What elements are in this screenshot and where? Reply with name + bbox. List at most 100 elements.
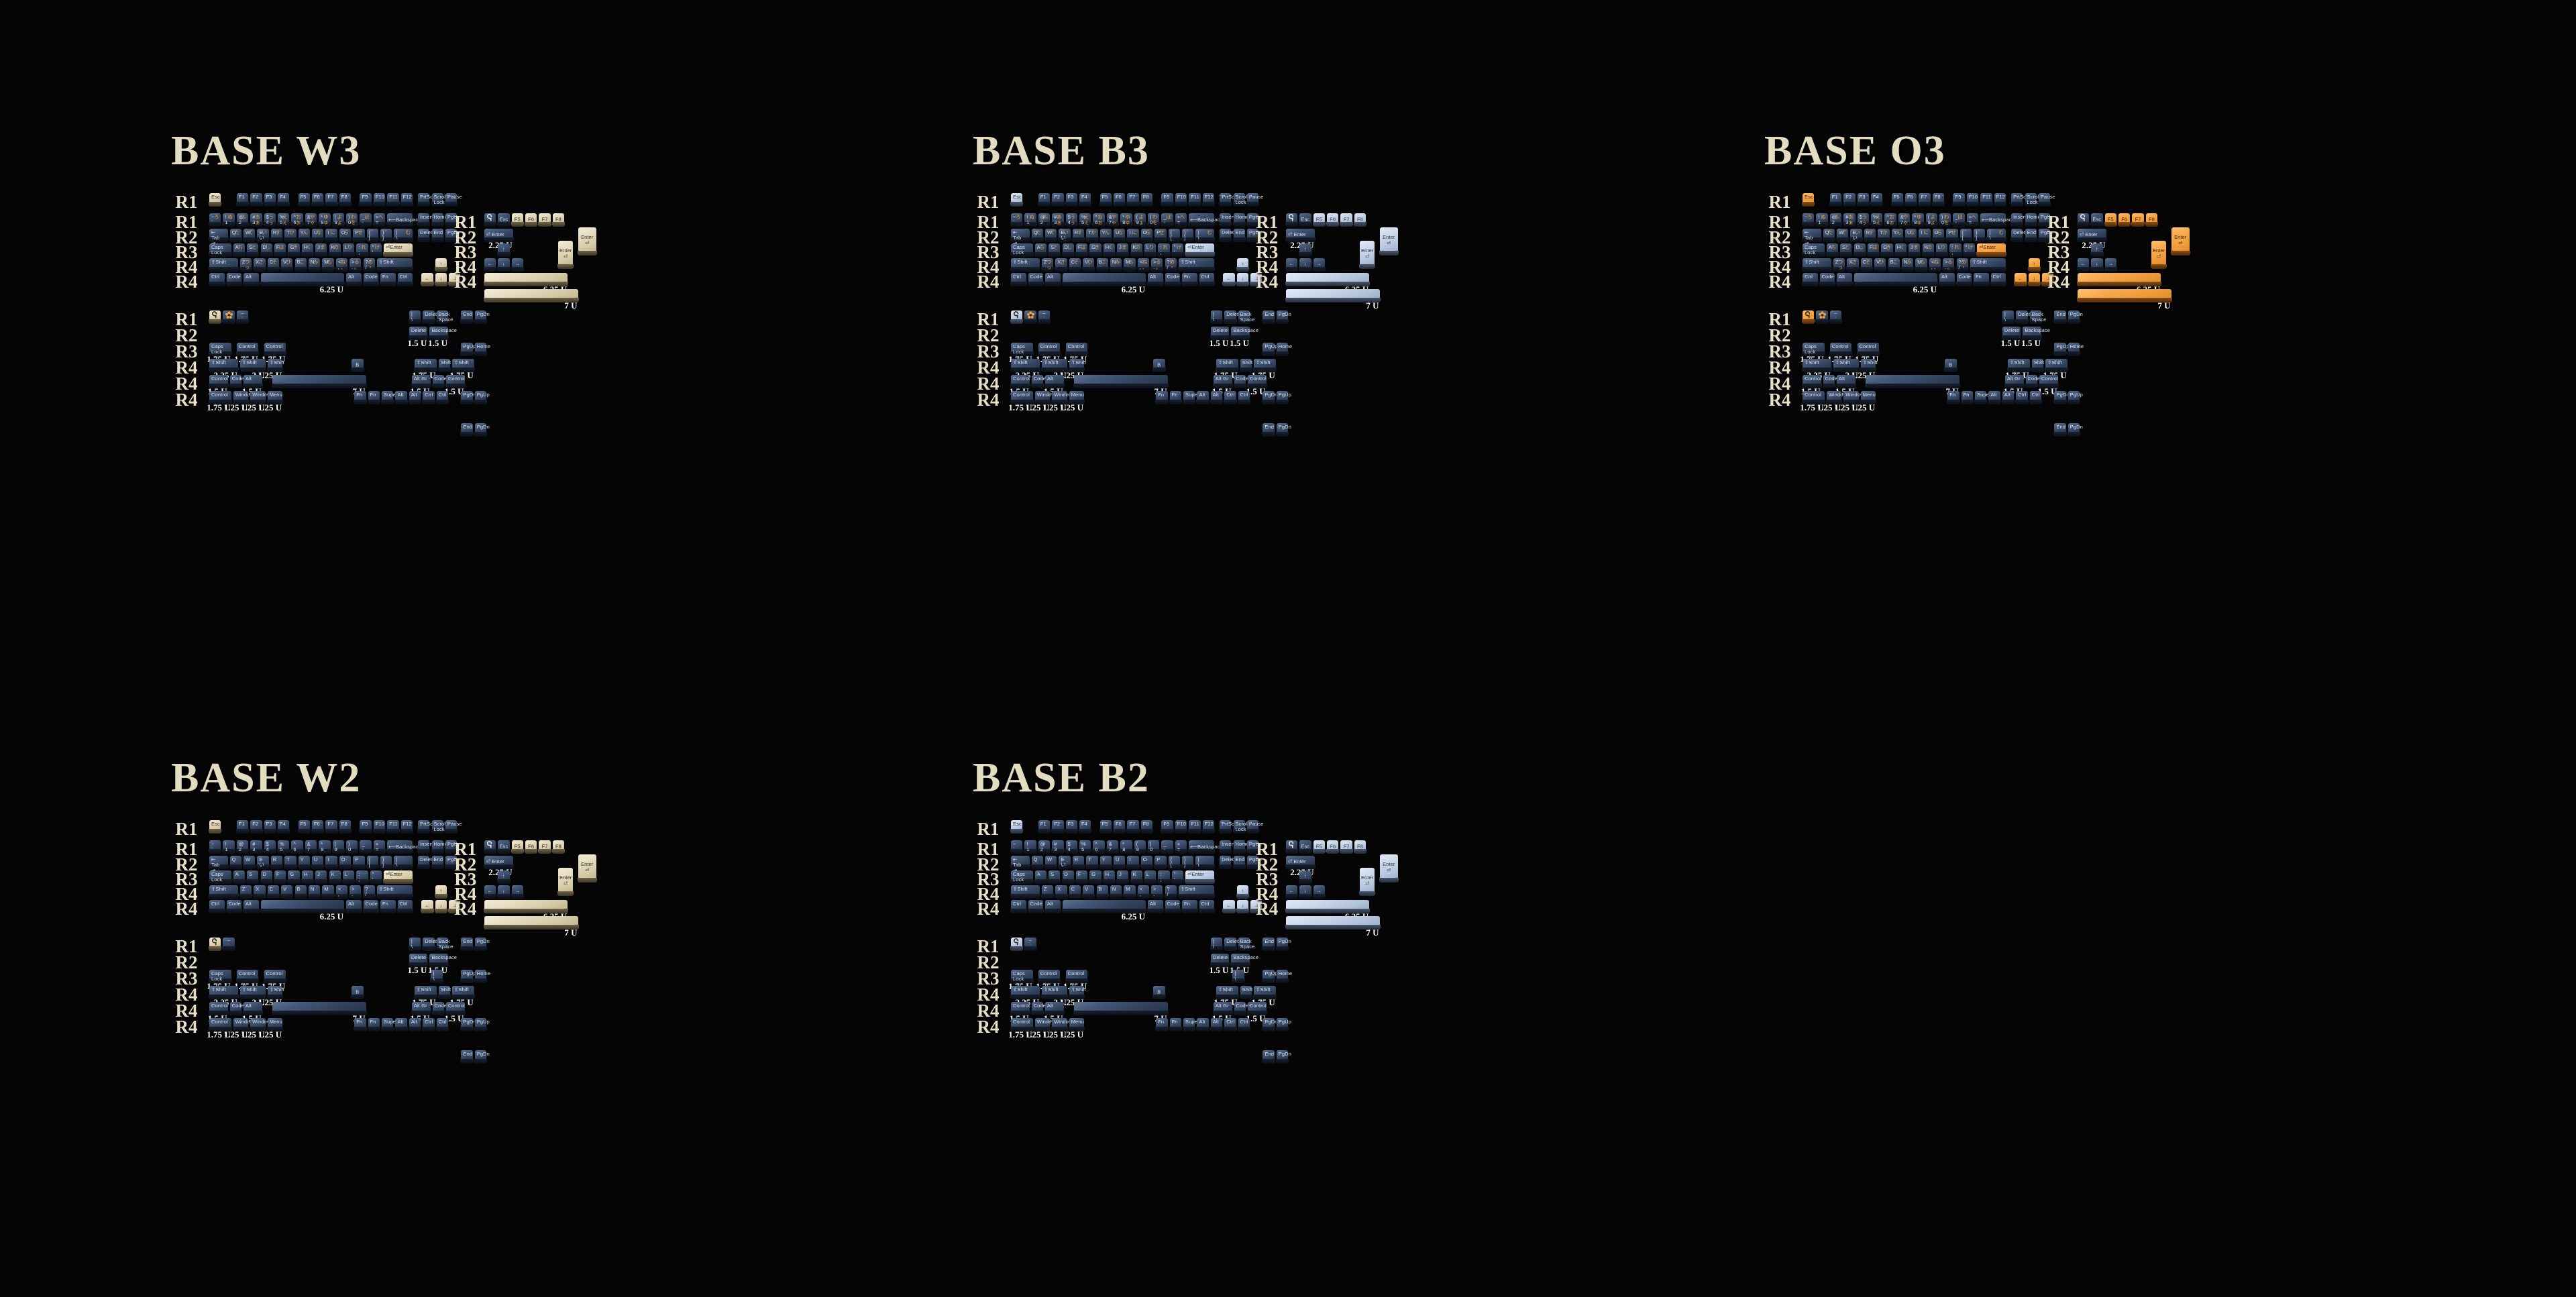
keycap-extra-nav-end[interactable]: End [460,310,474,324]
keycap-f11[interactable]: F11 [1980,192,1993,207]
keycap-4[interactable]: $ 4 [263,840,276,854]
keycap-accent-arrow-right[interactable]: → [1312,885,1326,899]
keycap-f11[interactable]: F11 [1188,192,1201,207]
keycap-accent-F5[interactable]: F5 [1312,213,1326,227]
keycap-extra-nav-pgup[interactable]: PgUp [1262,342,1277,356]
keycap-extra-nav-pgup[interactable]: PgUp [460,969,476,983]
keycap-pause[interactable]: Pause [1246,820,1264,834]
keycap-1[interactable]: ! 1 [222,840,235,854]
keycap-extra-shift[interactable]: ⇧Shift2.25 U [209,985,239,1007]
keycap-ctrl[interactable]: Ctrl [1010,899,1027,913]
keycap-blank[interactable]: { [ [1167,855,1181,869]
keycap-accent-arrow-up[interactable]: ↑ [2090,243,2104,257]
keycap-f4[interactable]: F4 [1079,192,1092,207]
keycap-extra-nav-pgup[interactable]: PgUp [2053,342,2069,356]
keycap-extra-del-top[interactable]: | \ [1210,310,1224,324]
keycap-novelty-spiral[interactable] [209,310,222,324]
keycap-blank[interactable]: | \む [393,228,413,242]
keycap-blank[interactable]: > . [349,885,362,899]
keycap-k[interactable]: K [1130,870,1143,884]
keycap-novelty-tilde[interactable]: ~ ` [235,310,250,324]
keycap-spacebar-6-25u[interactable]: 6.25 U [483,272,569,294]
keycap-pause[interactable]: Pause [2037,192,2055,207]
keycap-extra-nav-home[interactable]: Home [474,969,490,983]
keycap-extra-del-top[interactable]: Back Space [1237,310,1254,324]
keycap-extra-ctrl[interactable]: Ctrl [2029,390,2043,404]
keycap-blank[interactable]: { [゛ [366,228,379,242]
keycap-scroll-lock[interactable]: Scroll Lock [1232,192,1248,207]
keycap-0[interactable]: ) 0 [1147,840,1161,854]
keycap-accent-arrow-up[interactable]: ↑ [497,243,511,257]
keycap-r[interactable]: R [1071,855,1085,869]
keycap-f4[interactable]: F4 [1870,192,1884,207]
keycap-f3[interactable]: F3 [1856,192,1870,207]
keycap-spacebar-7u[interactable]: 7 U [2076,288,2172,311]
keycap-h[interactable]: H [1102,870,1116,884]
keycap-extra-super[interactable]: Super [381,390,397,404]
keycap-accent-F7[interactable]: F7 [538,840,551,854]
keycap-extra-ctrl[interactable]: Ctrl [422,390,435,404]
keycap-key[interactable]: 6.25 U [260,272,345,294]
keycap-blank[interactable]: } ] [1181,855,1195,869]
keycap-d[interactable]: D [260,870,273,884]
keycap-accent-arrow-down[interactable]: ↓ [497,885,511,899]
keycap-extra-alt-gr[interactable]: Alt Gr1.5 U [411,374,431,396]
keycap-e[interactable]: E いい [256,228,270,242]
keycap-home[interactable]: Home [431,840,447,854]
keycap-blank[interactable]: _ - [1161,840,1174,854]
keycap-c[interactable]: C [1068,885,1082,899]
keycap-arrow-down[interactable]: ↓ [1236,272,1249,286]
keycap-extra-del-top[interactable]: Delete [422,937,439,951]
keycap-f12[interactable]: F12 [400,192,413,207]
keycap-g[interactable]: G [287,870,301,884]
keycap-arrow-down[interactable]: ↓ [2027,272,2041,286]
keycap-delete[interactable]: Delete [417,855,435,869]
keycap-f10[interactable]: F10 [372,820,386,834]
keycap-extra-fn[interactable]: Fn [1169,390,1183,404]
keycap-5[interactable]: % 5 [1079,840,1092,854]
keycap-extra-alt[interactable]: Alt1.5 U [1044,374,1065,396]
keycap-enter[interactable]: ⏎Enter [1976,243,2006,257]
keycap-prtsc[interactable]: PrtSc [417,192,433,207]
keycap-extra-nav-pgup[interactable]: PgUp [1275,390,1291,404]
keycap-f6[interactable]: F6 [311,820,325,834]
keycap-scroll-lock[interactable]: Scroll Lock [1232,820,1248,834]
keycap-f8[interactable]: F8 [338,820,352,834]
keycap-f6[interactable]: F6 [1113,820,1126,834]
keycap-pause[interactable]: Pause [444,192,462,207]
keycap-f3[interactable]: F3 [1065,192,1078,207]
keycap-insert[interactable]: Insert [417,840,433,854]
keycap-y[interactable]: Y [297,855,311,869]
keycap-n[interactable]: N [307,885,321,899]
keycap-accent-arrow-down[interactable]: ↓ [2090,258,2104,272]
keycap-novelty-spiral[interactable] [2076,213,2090,227]
keycap-blank[interactable]: : ;れ [356,243,369,257]
keycap-blank[interactable]: + = [1174,840,1188,854]
keycap-prtsc[interactable]: PrtSc [1219,820,1234,834]
keycap-home[interactable]: Home [1232,213,1249,227]
keycap-extra-fn[interactable]: Fn [367,1017,381,1031]
keycap-f1[interactable]: F1 [1829,192,1843,207]
keycap-3[interactable]: # 3 [1051,840,1065,854]
keycap-f6[interactable]: F6 [311,192,325,207]
keycap-enter[interactable]: ⏎Enter [383,243,413,257]
keycap-blank[interactable]: " 'け [1962,243,1976,257]
keycap-caps-lock[interactable]: Caps Lock [209,870,232,884]
keycap-code[interactable]: Code [1027,899,1044,913]
keycap-extra-del-top[interactable]: Back Space [2029,310,2046,324]
